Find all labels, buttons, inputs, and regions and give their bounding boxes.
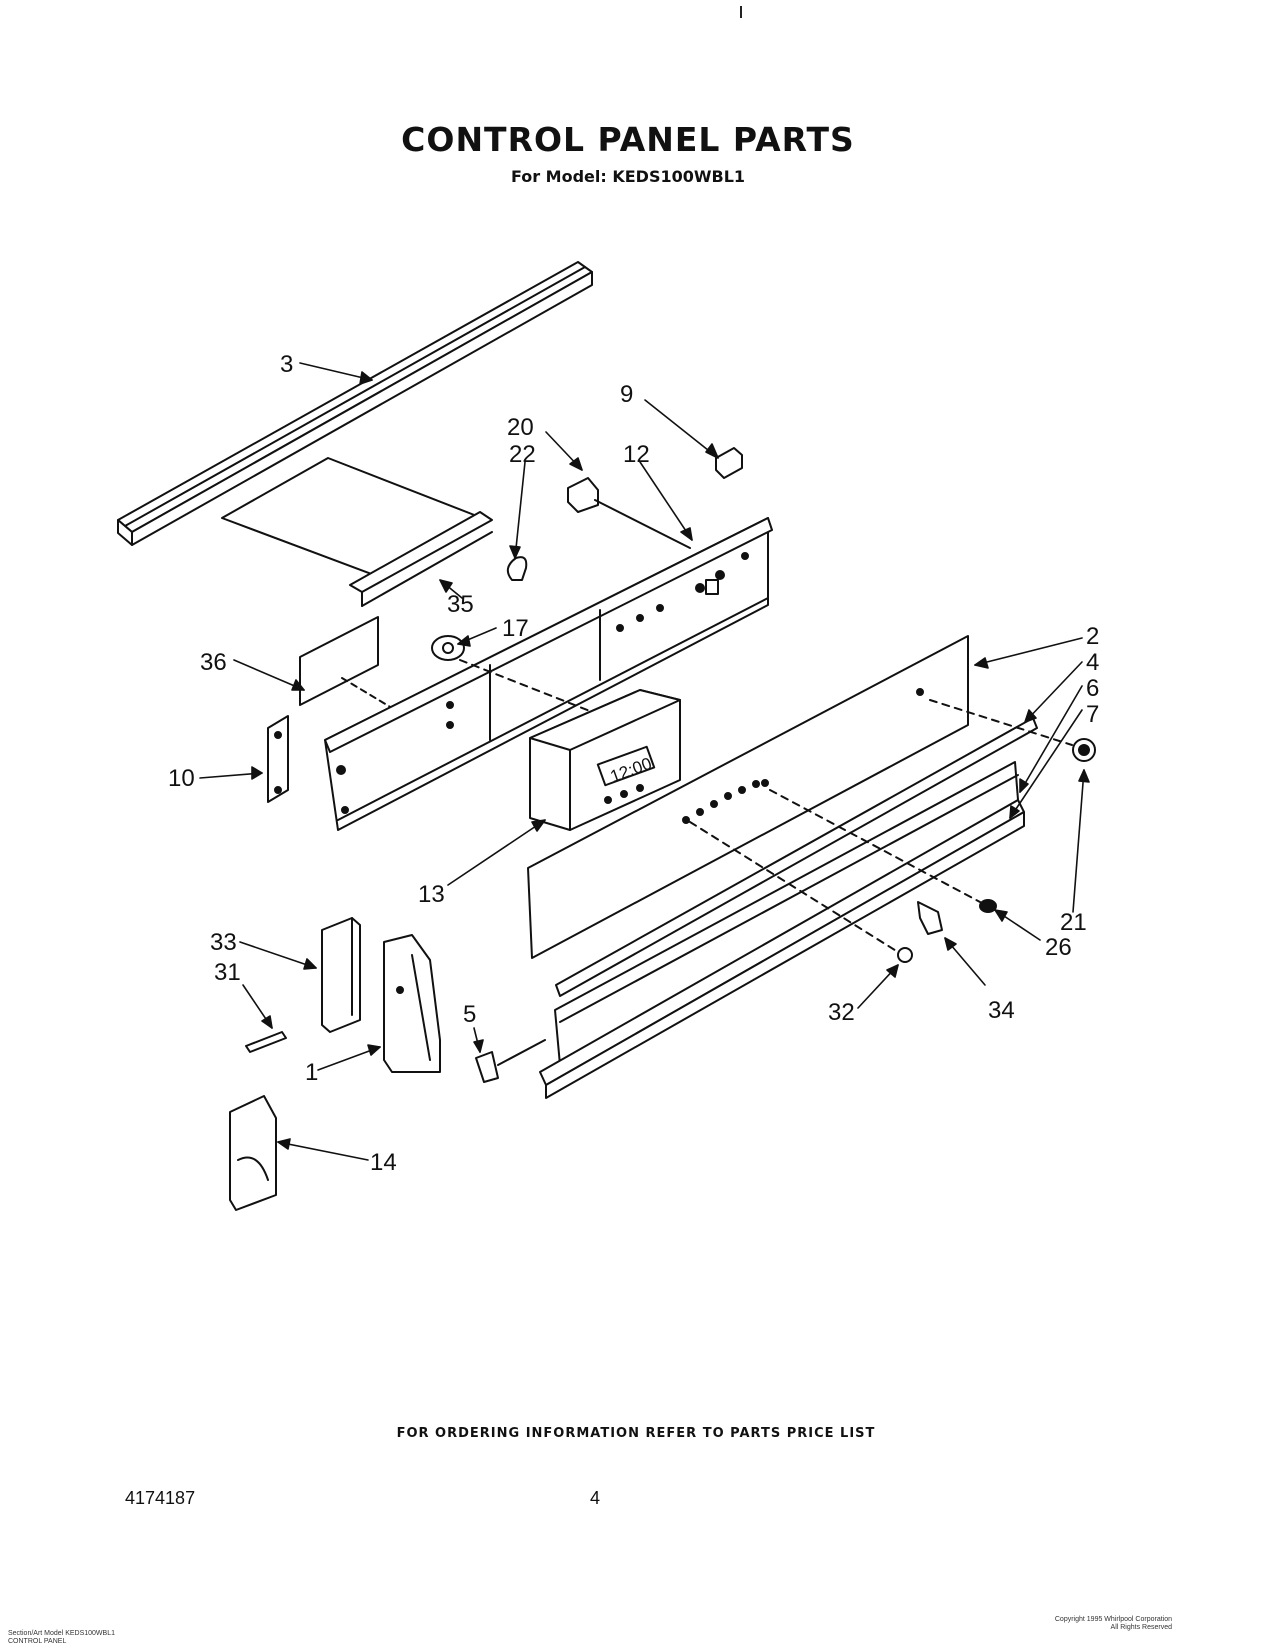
part-33-bracket (321, 917, 361, 1033)
part-10-bracket (267, 715, 289, 803)
part-32-button (689, 821, 913, 963)
callout-32: 32 (828, 999, 855, 1026)
part-7-trim (539, 799, 1025, 1099)
page-number: 4 (590, 1488, 601, 1508)
part-2-overlay (527, 635, 969, 959)
callout-6: 6 (1086, 675, 1099, 702)
part-12-panel-bracket (324, 517, 773, 831)
part-1-endcap (383, 934, 441, 1073)
part-35-shield (221, 457, 493, 607)
part-34-clip (917, 901, 943, 935)
part-31-clip (245, 1031, 287, 1053)
callout-36: 36 (200, 649, 227, 676)
callout-13: 13 (418, 881, 445, 908)
model-subtitle: For Model: KEDS100WBL1 (510, 167, 746, 186)
part-3-trim-bar (117, 261, 593, 546)
callout-4: 4 (1086, 649, 1099, 676)
callout-5: 5 (463, 1001, 476, 1028)
callout-17: 17 (502, 615, 529, 642)
callout-labels: 3 9 20 22 12 35 17 36 2 4 6 7 10 13 21 2… (168, 351, 1099, 1176)
callout-31: 31 (214, 959, 241, 986)
callout-10: 10 (168, 765, 195, 792)
callout-33: 33 (210, 929, 237, 956)
callout-22: 22 (509, 441, 536, 468)
part-4-trim (555, 717, 1038, 997)
leader-lines (199, 362, 1090, 1161)
page-title: CONTROL PANEL PARTS (401, 120, 855, 159)
part-9-clip (715, 447, 743, 479)
callout-21: 21 (1060, 909, 1087, 936)
part-36-board (299, 616, 393, 709)
callout-9: 9 (620, 381, 633, 408)
part-13-clock: 12:00 (529, 689, 681, 831)
callout-20: 20 (507, 414, 534, 441)
part-14-bracket (229, 1095, 277, 1211)
callout-3: 3 (280, 351, 293, 378)
part-22-clip (506, 556, 528, 581)
callout-35: 35 (447, 591, 474, 618)
ordering-note: FOR ORDERING INFORMATION REFER TO PARTS … (396, 1426, 876, 1441)
part-5-clip (475, 1039, 546, 1083)
callout-1: 1 (305, 1059, 318, 1086)
callout-34: 34 (988, 997, 1015, 1024)
part-20-switch (567, 477, 691, 549)
callout-2: 2 (1086, 623, 1099, 650)
callout-7: 7 (1086, 701, 1099, 728)
bottom-left-caption: Section/Art Model KEDS100WBL1 CONTROL PA… (8, 1630, 115, 1645)
document-number: 4174187 (125, 1488, 196, 1508)
callout-12: 12 (623, 441, 650, 468)
callout-14: 14 (370, 1149, 397, 1176)
part-26-button (769, 789, 997, 913)
callout-26: 26 (1045, 934, 1072, 961)
copyright-notice: Copyright 1995 Whirlpool Corporation All… (1054, 1616, 1172, 1631)
part-17-switch (431, 635, 601, 716)
part-21-knob (929, 699, 1096, 762)
scan-mark (740, 6, 742, 18)
